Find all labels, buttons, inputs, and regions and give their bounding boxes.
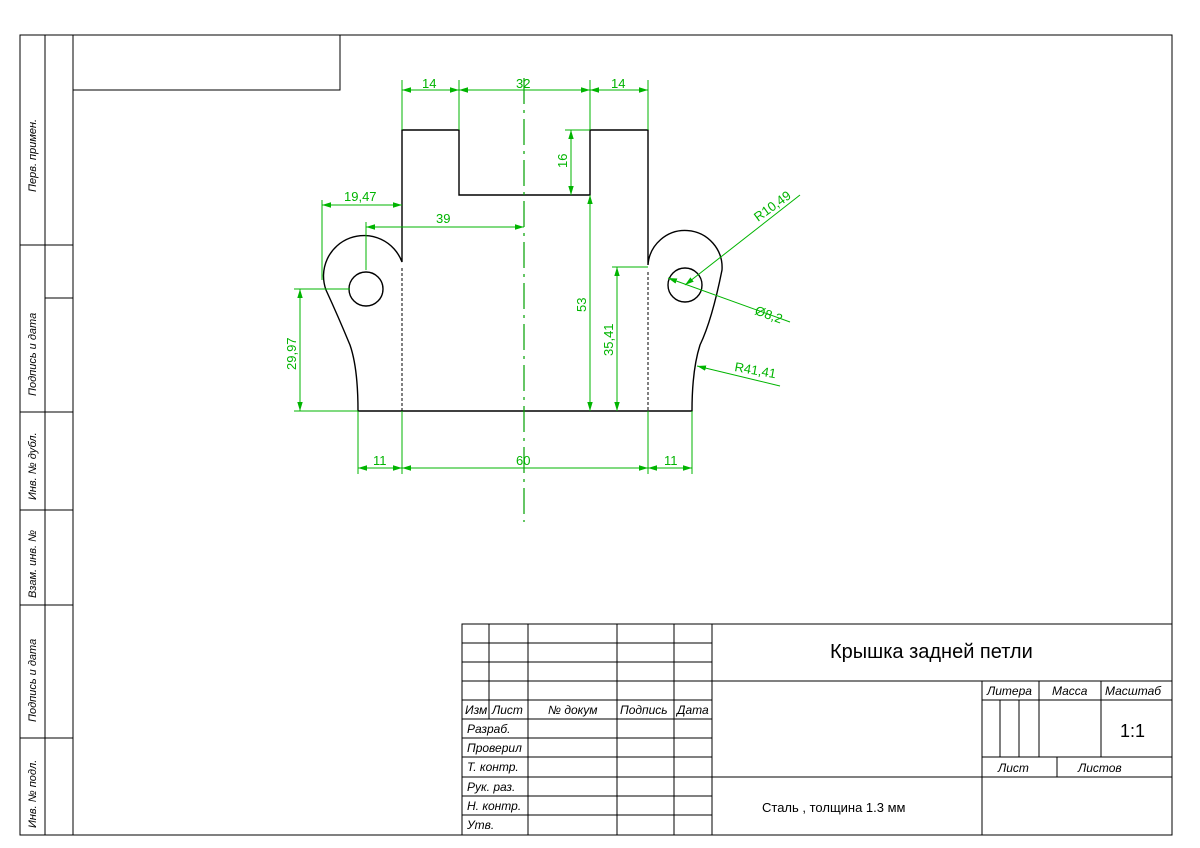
title-block: Изм Лист № докум Подпись Дата Разраб. Пр… [461, 623, 1173, 836]
dim-r10-49: R10,49 [751, 188, 794, 225]
dim-phi8-2: Ø8,2 [753, 303, 785, 327]
header-masshtab: Масштаб [1105, 684, 1162, 698]
side-labels: Перв. примен. Подпись и дата Инв. № дубл… [27, 119, 39, 828]
dim-16: 16 [555, 154, 570, 168]
header-n-dokum: № докум [548, 703, 598, 717]
header-list-2: Лист [997, 761, 1029, 775]
dim-14-right: 14 [611, 76, 625, 91]
header-izm: Изм [465, 703, 487, 717]
dim-60: 60 [516, 453, 530, 468]
dim-11-left: 11 [373, 453, 387, 468]
side-label-inv-dubl: Инв. № дубл. [27, 432, 39, 500]
dim-32: 32 [516, 76, 530, 91]
side-label-podpis-data-1: Подпись и дата [27, 313, 39, 396]
header-litera: Литера [986, 684, 1032, 698]
dim-11-right: 11 [664, 453, 678, 468]
dim-35-41: 35,41 [601, 323, 616, 356]
scale-value: 1:1 [1120, 721, 1145, 741]
role-utv: Утв. [466, 818, 494, 832]
header-podpis: Подпись [620, 703, 668, 717]
role-razrab: Разраб. [467, 722, 510, 736]
dim-39: 39 [436, 211, 450, 226]
part-outline [322, 129, 723, 412]
header-listov: Листов [1077, 761, 1122, 775]
header-list: Лист [491, 703, 523, 717]
left-hole [348, 271, 384, 307]
drawing-title: Крышка задней петли [830, 641, 1033, 663]
side-label-perv-primen: Перв. примен. [27, 119, 39, 192]
dim-53: 53 [574, 298, 589, 312]
header-massa: Масса [1052, 684, 1088, 698]
side-label-podpis-data-2: Подпись и дата [27, 639, 39, 722]
side-label-vzam-inv: Взам. инв. № [27, 530, 39, 598]
dim-29-97: 29,97 [284, 337, 299, 370]
right-hole [667, 267, 703, 303]
dimensions: 14 32 14 16 19,47 39 R10,49 53 35,41 Ø8,… [284, 76, 801, 474]
dim-19-47: 19,47 [344, 189, 377, 204]
role-t-kontr: Т. контр. [467, 760, 519, 774]
material-text: Сталь , толщина 1.3 мм [762, 800, 906, 815]
role-n-kontr: Н. контр. [467, 799, 521, 813]
role-ruk-raz: Рук. раз. [467, 780, 515, 794]
dim-r41-41: R41,41 [733, 359, 777, 381]
side-label-inv-podl: Инв. № подл. [27, 760, 39, 828]
role-proveril: Проверил [467, 741, 522, 755]
header-data: Дата [675, 703, 709, 717]
dim-14-left: 14 [422, 76, 436, 91]
